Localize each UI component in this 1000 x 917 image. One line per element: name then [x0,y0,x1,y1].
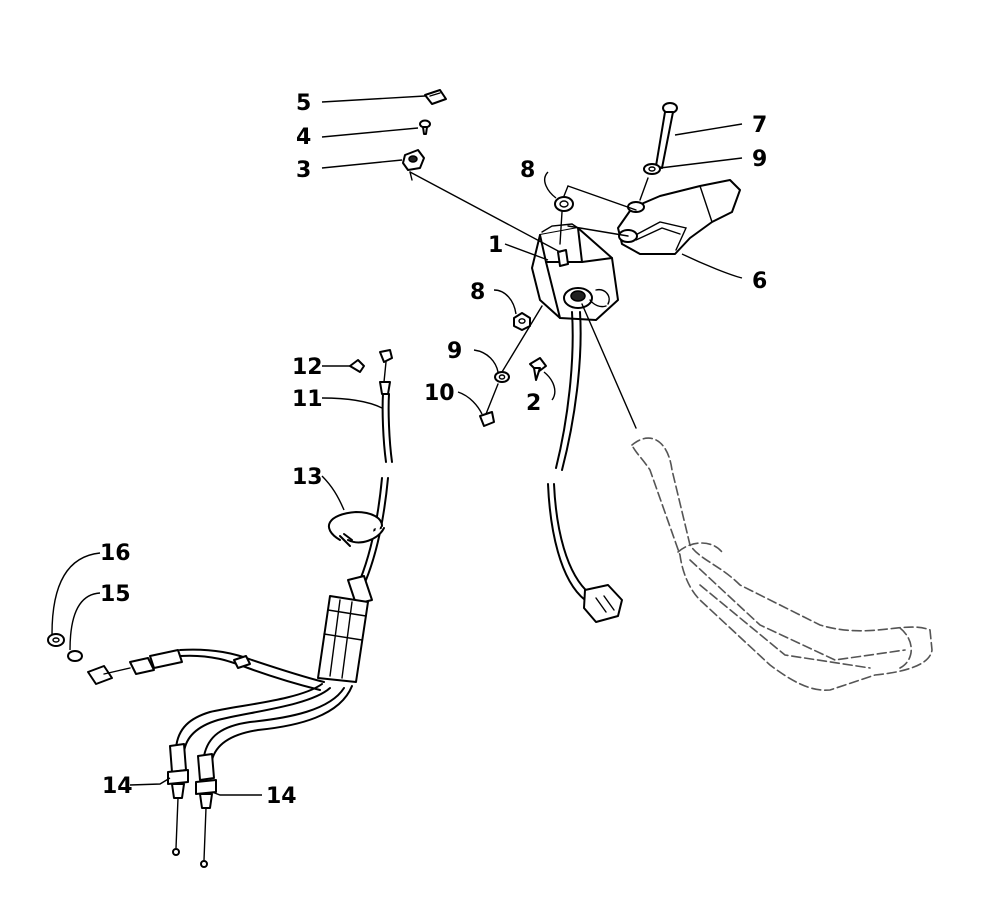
callout-12: 12 [292,355,323,380]
part-8-nut-top [554,196,574,212]
callout-7: 7 [752,113,767,138]
callout-16: 16 [100,541,131,566]
part-2-screw [529,357,547,381]
callout-9-lower: 9 [447,339,462,364]
callout-8-lower: 8 [470,280,485,305]
throttle-housing [531,223,619,321]
callout-11: 11 [292,387,323,412]
part-4-screw [419,119,431,135]
callout-6: 6 [752,269,767,294]
part-7-bolt [655,102,678,169]
part-3-switch [402,149,425,171]
handlebar-phantom [631,437,933,691]
callout-9-top: 9 [752,147,767,172]
part-13-clamp [328,511,385,547]
part-5-cap [424,89,447,105]
callout-3: 3 [296,158,311,183]
callout-8-top: 8 [520,158,535,183]
callout-2: 2 [526,391,541,416]
callout-5: 5 [296,91,311,116]
throttle-cable [47,349,393,868]
callout-14-right: 14 [266,784,297,809]
assembly-lines [409,171,649,429]
callout-labels: 5 4 3 7 9 8 1 6 8 9 10 2 12 11 13 16 15 … [100,91,767,809]
leader-lines [51,95,743,796]
callout-1: 1 [488,233,503,258]
callout-10: 10 [424,381,455,406]
callout-13: 13 [292,465,323,490]
part-9-washer-lower [494,371,510,383]
callout-15: 15 [100,582,131,607]
part-8-nut-lower [513,312,531,331]
part-10-clip [479,411,495,427]
callout-4: 4 [296,125,311,150]
callout-14-left: 14 [102,774,133,799]
part-9-washer-top [643,163,661,175]
kill-switch-wire [547,311,623,623]
throttle-lever [617,179,741,255]
